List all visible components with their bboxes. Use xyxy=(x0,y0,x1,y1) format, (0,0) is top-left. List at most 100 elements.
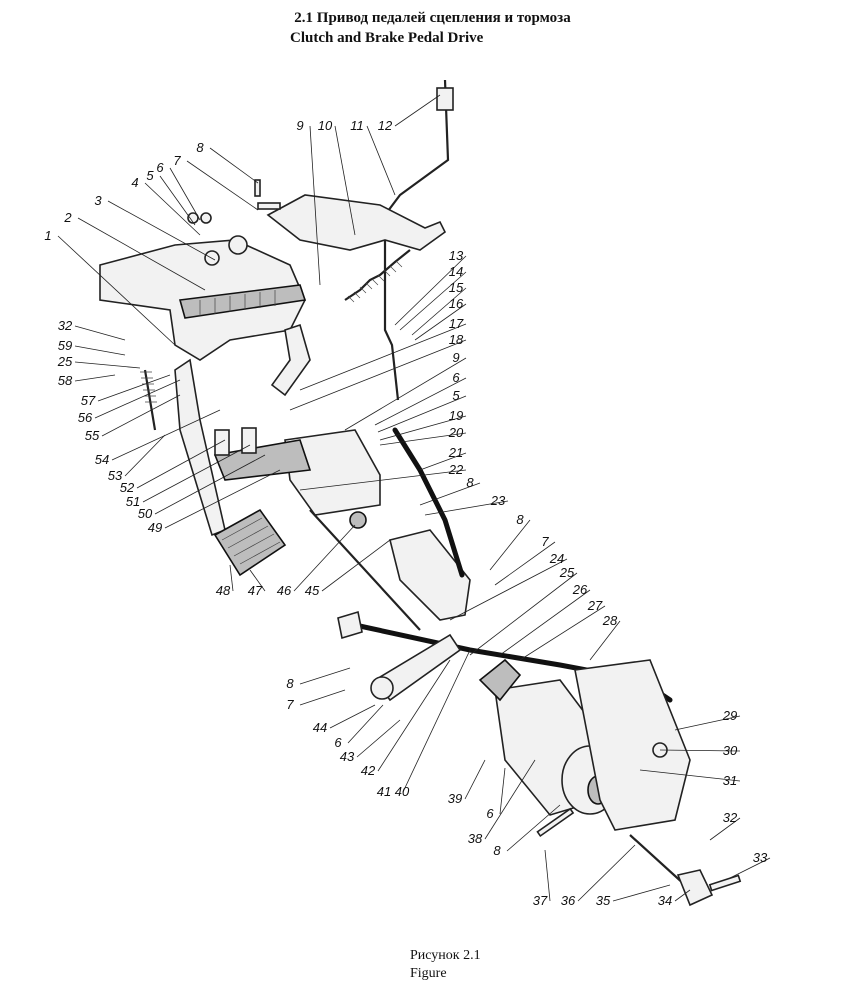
leader-line xyxy=(577,844,636,902)
callout-number: 1 xyxy=(44,228,51,243)
callout-number: 23 xyxy=(490,493,506,508)
callout-number: 48 xyxy=(216,583,231,598)
callout-number: 51 xyxy=(126,494,140,509)
callout-number: 5 xyxy=(146,168,154,183)
cotter-pin xyxy=(254,179,261,197)
figure-caption: Рисунок 2.1 xyxy=(410,948,481,963)
reservoir-1 xyxy=(214,429,230,456)
callout-number: 28 xyxy=(602,613,618,628)
leader-line xyxy=(289,339,467,411)
callout-number: 46 xyxy=(277,583,292,598)
leader-line xyxy=(544,849,551,902)
leader-line xyxy=(154,454,266,515)
callout-number: 59 xyxy=(58,338,72,353)
leader-line xyxy=(469,572,578,656)
leader-line xyxy=(394,255,467,326)
callout-number: 12 xyxy=(378,118,393,133)
callout-number: 9 xyxy=(296,118,303,133)
leader-line xyxy=(674,715,741,731)
callout-number: 27 xyxy=(587,598,603,613)
leader-line xyxy=(519,605,606,661)
callout-number: 6 xyxy=(156,160,164,175)
leader-line xyxy=(209,147,259,184)
leader-line xyxy=(379,415,467,441)
master-cylinder xyxy=(213,439,312,481)
callout-number: 4 xyxy=(131,175,138,190)
leader-line xyxy=(159,175,196,226)
leader-line xyxy=(489,519,531,571)
rod-36 xyxy=(629,834,686,886)
leader-line xyxy=(164,469,281,529)
leader-line xyxy=(612,884,671,902)
leader-line xyxy=(374,377,467,426)
callout-number: 7 xyxy=(541,534,549,549)
callout-number: 56 xyxy=(78,410,93,425)
nut xyxy=(187,212,199,224)
leader-line xyxy=(74,361,141,369)
callout-number: 22 xyxy=(448,462,464,477)
leader-line xyxy=(124,434,166,477)
leader-line xyxy=(639,769,741,782)
callout-number: 38 xyxy=(468,831,483,846)
callout-number: 49 xyxy=(148,520,162,535)
callout-number: 50 xyxy=(138,506,153,521)
callout-number: 7 xyxy=(286,697,294,712)
rod-end-fitting xyxy=(436,87,454,111)
callout-number: 3 xyxy=(94,193,102,208)
leader-line xyxy=(94,379,181,419)
valve-assembly xyxy=(389,529,471,621)
callout-number: 25 xyxy=(57,354,73,369)
callout-number: 5 xyxy=(452,388,460,403)
leader-line xyxy=(77,217,206,291)
hose-fitting-left xyxy=(337,610,363,640)
pad-ribs xyxy=(221,517,281,565)
leader-line xyxy=(419,482,481,506)
pedal-shaft xyxy=(178,284,307,319)
leader-line xyxy=(299,323,467,391)
leader-line xyxy=(399,271,467,331)
callout-number: 8 xyxy=(196,140,204,155)
callout-number: 42 xyxy=(361,763,376,778)
callout-number: 8 xyxy=(493,843,501,858)
callout-number: 6 xyxy=(452,370,460,385)
leader-line xyxy=(356,719,401,758)
callout-number: 31 xyxy=(723,773,737,788)
leader-line xyxy=(449,558,568,621)
leader-line xyxy=(414,303,467,341)
callout-number: 6 xyxy=(486,806,494,821)
callout-number: 25 xyxy=(559,565,575,580)
leader-line xyxy=(57,235,176,346)
push-rod xyxy=(309,509,421,631)
callout-number: 57 xyxy=(81,393,96,408)
mounting-plate xyxy=(284,429,381,516)
leader-line xyxy=(169,167,201,221)
leader-line xyxy=(347,704,384,744)
upper-bracket xyxy=(266,194,447,251)
callout-number: 20 xyxy=(448,425,464,440)
callout-number: 41 40 xyxy=(377,784,410,799)
leader-line xyxy=(97,374,171,402)
leader-line xyxy=(229,564,234,592)
leader-line xyxy=(506,804,561,852)
booster-boot xyxy=(478,658,522,702)
callout-number: 7 xyxy=(173,153,181,168)
callout-number: 44 xyxy=(313,720,327,735)
bushing xyxy=(228,235,248,255)
callout-number: 18 xyxy=(449,332,464,347)
leader-line xyxy=(136,439,226,489)
leader-line xyxy=(299,667,351,685)
callout-number: 34 xyxy=(658,893,672,908)
callout-number: 13 xyxy=(449,248,464,263)
callout-number: 17 xyxy=(449,316,464,331)
callout-number: 45 xyxy=(305,583,320,598)
callout-number: 39 xyxy=(448,791,462,806)
callout-number: 36 xyxy=(561,893,576,908)
callout-number: 37 xyxy=(533,893,548,908)
leader-line xyxy=(709,817,741,841)
callout-number: 43 xyxy=(340,749,355,764)
leader-line xyxy=(411,287,467,336)
leader-line xyxy=(499,767,506,815)
callout-number: 47 xyxy=(248,583,263,598)
leader-line xyxy=(424,500,509,516)
